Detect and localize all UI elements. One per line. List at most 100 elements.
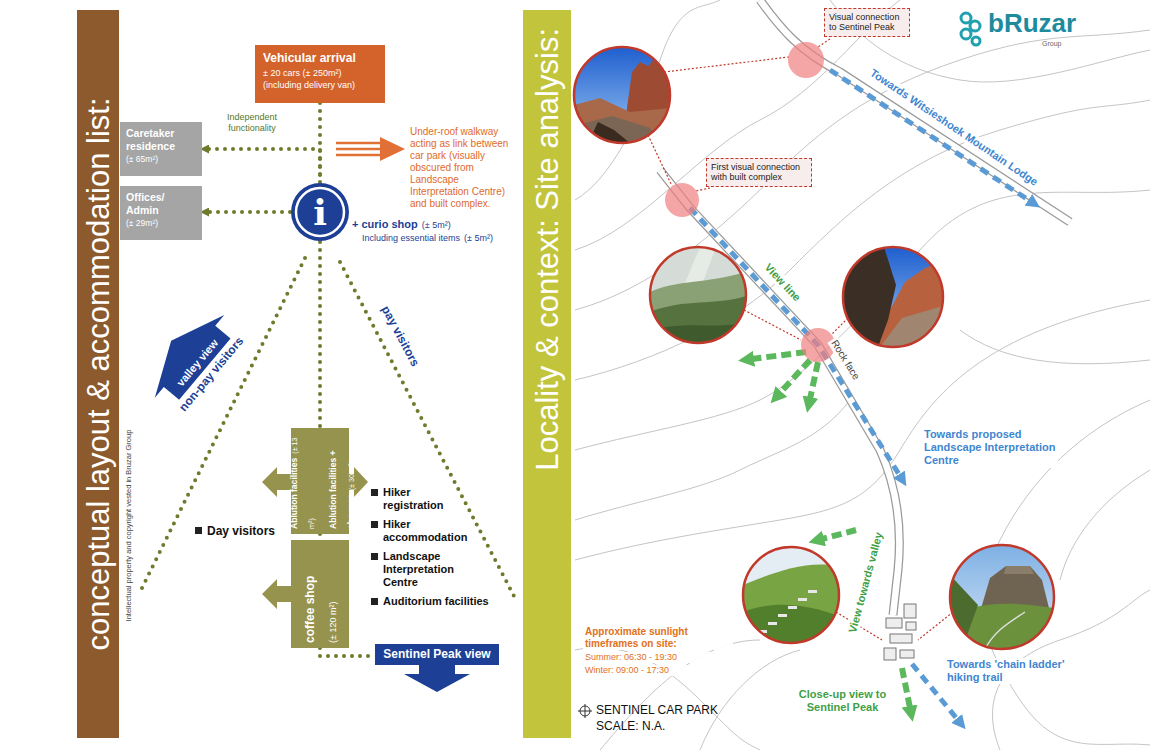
car-park xyxy=(906,622,916,630)
sunlight-note: Winter: 09:00 - 17:30 xyxy=(583,665,733,676)
sunlight-note: Summer: 06:30 - 19:30 xyxy=(583,652,733,663)
area-label: (± 5m²) xyxy=(464,233,493,244)
rotated-text-holder: conceptual layout & accommodation list: xyxy=(77,10,119,738)
block-arrow xyxy=(375,644,499,692)
car-park xyxy=(904,604,916,618)
north-symbol xyxy=(578,711,592,712)
logo-text: bRuzar xyxy=(988,10,1076,36)
contour-lines xyxy=(575,400,850,520)
site-photo xyxy=(843,247,943,347)
label-group: SENTINEL CAR PARKSCALE: N.A. xyxy=(596,703,718,734)
leader-line xyxy=(832,318,848,334)
logo-mark xyxy=(961,13,980,45)
view-arrow xyxy=(822,530,856,539)
node-text: Visual connection to Sentinel Peak xyxy=(829,12,905,33)
node-text: (± 30 m²) xyxy=(347,461,356,490)
rotated-text-holder: coffee shop(± 120 m²) xyxy=(291,540,349,648)
site-photo xyxy=(1004,566,1034,574)
site-photo xyxy=(650,296,746,343)
label-group: + curio shop(± 5m²) xyxy=(352,218,451,231)
site-photo xyxy=(778,614,787,617)
node-text: (± 65m²) xyxy=(126,154,196,164)
flow-lines xyxy=(340,262,515,598)
annotation: Independent functionality xyxy=(210,112,294,134)
route-label: Towards Witsieshoek Mountain Lodge xyxy=(866,65,1042,190)
site-photo xyxy=(843,247,896,347)
service-arrows xyxy=(262,579,291,609)
site-photo xyxy=(950,545,1054,649)
view-arrow: Sentinel Peak view xyxy=(375,644,499,692)
leader-line xyxy=(664,57,789,72)
node-text: Vehicular arrival xyxy=(263,51,377,65)
view-arrow xyxy=(752,352,910,708)
title-band: conceptual layout & accommodation list: xyxy=(77,10,119,738)
view-arrow xyxy=(780,360,810,393)
car-park xyxy=(884,604,916,660)
annotation: Under-roof walkway acting as link betwee… xyxy=(410,126,518,210)
site-photo xyxy=(650,322,746,343)
dotted-connector xyxy=(318,242,322,428)
callout-box: First visual connection with built compl… xyxy=(706,158,812,187)
contour-lines xyxy=(575,0,720,200)
logo-mark xyxy=(970,21,980,31)
view-label: View line xyxy=(760,259,804,305)
contour-lines xyxy=(575,190,1150,450)
label-group: Hiker registrationHiker accommodationLan… xyxy=(371,486,513,608)
route-label: Towards 'chain ladder' hiking trail xyxy=(945,658,1070,684)
dotted-connector xyxy=(202,210,290,214)
info-circle: i xyxy=(290,182,350,242)
node-text: (± 120 m²) xyxy=(328,602,338,643)
logo-mark xyxy=(972,37,980,45)
walkway-arrow xyxy=(336,137,405,161)
node-text: Caretaker residence xyxy=(126,127,196,152)
coffee-box: coffee shop(± 120 m²) xyxy=(291,540,349,648)
site-photo xyxy=(808,590,817,593)
info-symbol xyxy=(291,183,349,241)
service-arrows xyxy=(262,467,291,497)
node-text: Sentinel Peak view xyxy=(375,644,499,665)
text-line: (± 120 m²) xyxy=(322,545,340,643)
view-arrow xyxy=(810,362,818,399)
leader-line xyxy=(696,188,710,191)
scale-note: SCALE: N.A. xyxy=(596,719,718,733)
walkway-arrow xyxy=(336,148,381,151)
contour-lines xyxy=(575,100,1150,380)
walkway-arrow xyxy=(336,142,381,145)
leader-line xyxy=(918,612,953,640)
callout-box: Visual connection to Sentinel Peak xyxy=(824,8,910,37)
contour-lines xyxy=(575,647,760,750)
logo-subtext: Group xyxy=(1042,40,1061,48)
site-photo xyxy=(798,598,807,601)
contour-lines xyxy=(960,330,1150,364)
route-label: Towards proposed Landscape Interpretatio… xyxy=(922,428,1058,468)
site-photo xyxy=(788,606,797,609)
label-group: Approximate sunlight timeframes on site:… xyxy=(583,626,733,676)
text-line: Ablution facilities(± 13 m²) xyxy=(283,433,318,529)
leader-line xyxy=(648,135,672,186)
site-photo xyxy=(743,547,839,643)
node-text: Locality & context: Site analysis: xyxy=(532,28,563,720)
site-photo xyxy=(650,247,746,343)
copyright-note: Intellectual property and copyright vest… xyxy=(124,429,133,621)
site-photo xyxy=(650,247,746,343)
title-band: Locality & context: Site analysis: xyxy=(523,10,571,738)
sunlight-note: Approximate sunlight timeframes on site: xyxy=(583,626,733,650)
site-photo xyxy=(574,47,670,143)
function-item: Day visitors xyxy=(195,524,275,538)
site-photo xyxy=(985,612,1025,649)
contour-lines xyxy=(1060,470,1150,580)
site-photo xyxy=(768,622,777,625)
ablution-box: Ablution facilities(± 13 m²)Ablution fac… xyxy=(291,428,349,534)
rotated-text-holder: Locality & context: Site analysis: xyxy=(523,10,571,738)
route-arrow xyxy=(830,70,1030,201)
site-photo xyxy=(743,605,839,643)
site-photo xyxy=(588,122,630,143)
site-photo xyxy=(743,547,839,643)
shop-label: + curio shop xyxy=(352,218,418,231)
site-photo xyxy=(574,47,670,143)
function-item: Hiker accommodation xyxy=(371,518,475,544)
node-text: Ablution facilities xyxy=(289,458,299,529)
label-group: Including essential items(± 5m²) xyxy=(362,233,493,244)
site-photo xyxy=(758,590,817,633)
function-item: Hiker registration xyxy=(371,486,461,512)
